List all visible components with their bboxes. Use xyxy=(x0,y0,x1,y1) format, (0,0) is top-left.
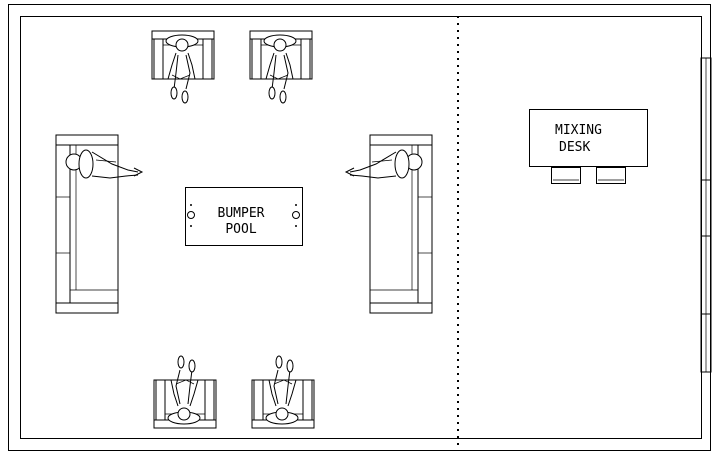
inner-wall xyxy=(20,16,702,439)
armchair-bottom-left xyxy=(153,355,217,429)
mixing-desk-label-line1: MIXING xyxy=(555,123,602,138)
armchair-top-right xyxy=(249,30,313,104)
armchair-bottom-right xyxy=(251,355,315,429)
desk-chair-left xyxy=(551,167,581,184)
bumper-pool-table: BUMPER POOL xyxy=(185,187,303,246)
armchair-top-left xyxy=(151,30,215,104)
pool-pocket-right xyxy=(292,204,300,227)
desk-chair-right xyxy=(596,167,626,184)
pool-pocket-left xyxy=(187,204,195,227)
mixing-desk: MIXING DESK xyxy=(529,109,648,184)
bumper-pool-label-line2: POOL xyxy=(225,222,256,237)
mixing-desk-label-line2: DESK xyxy=(559,140,590,155)
right-wall-windows xyxy=(700,57,712,373)
bumper-pool-label-line1: BUMPER xyxy=(218,206,265,221)
